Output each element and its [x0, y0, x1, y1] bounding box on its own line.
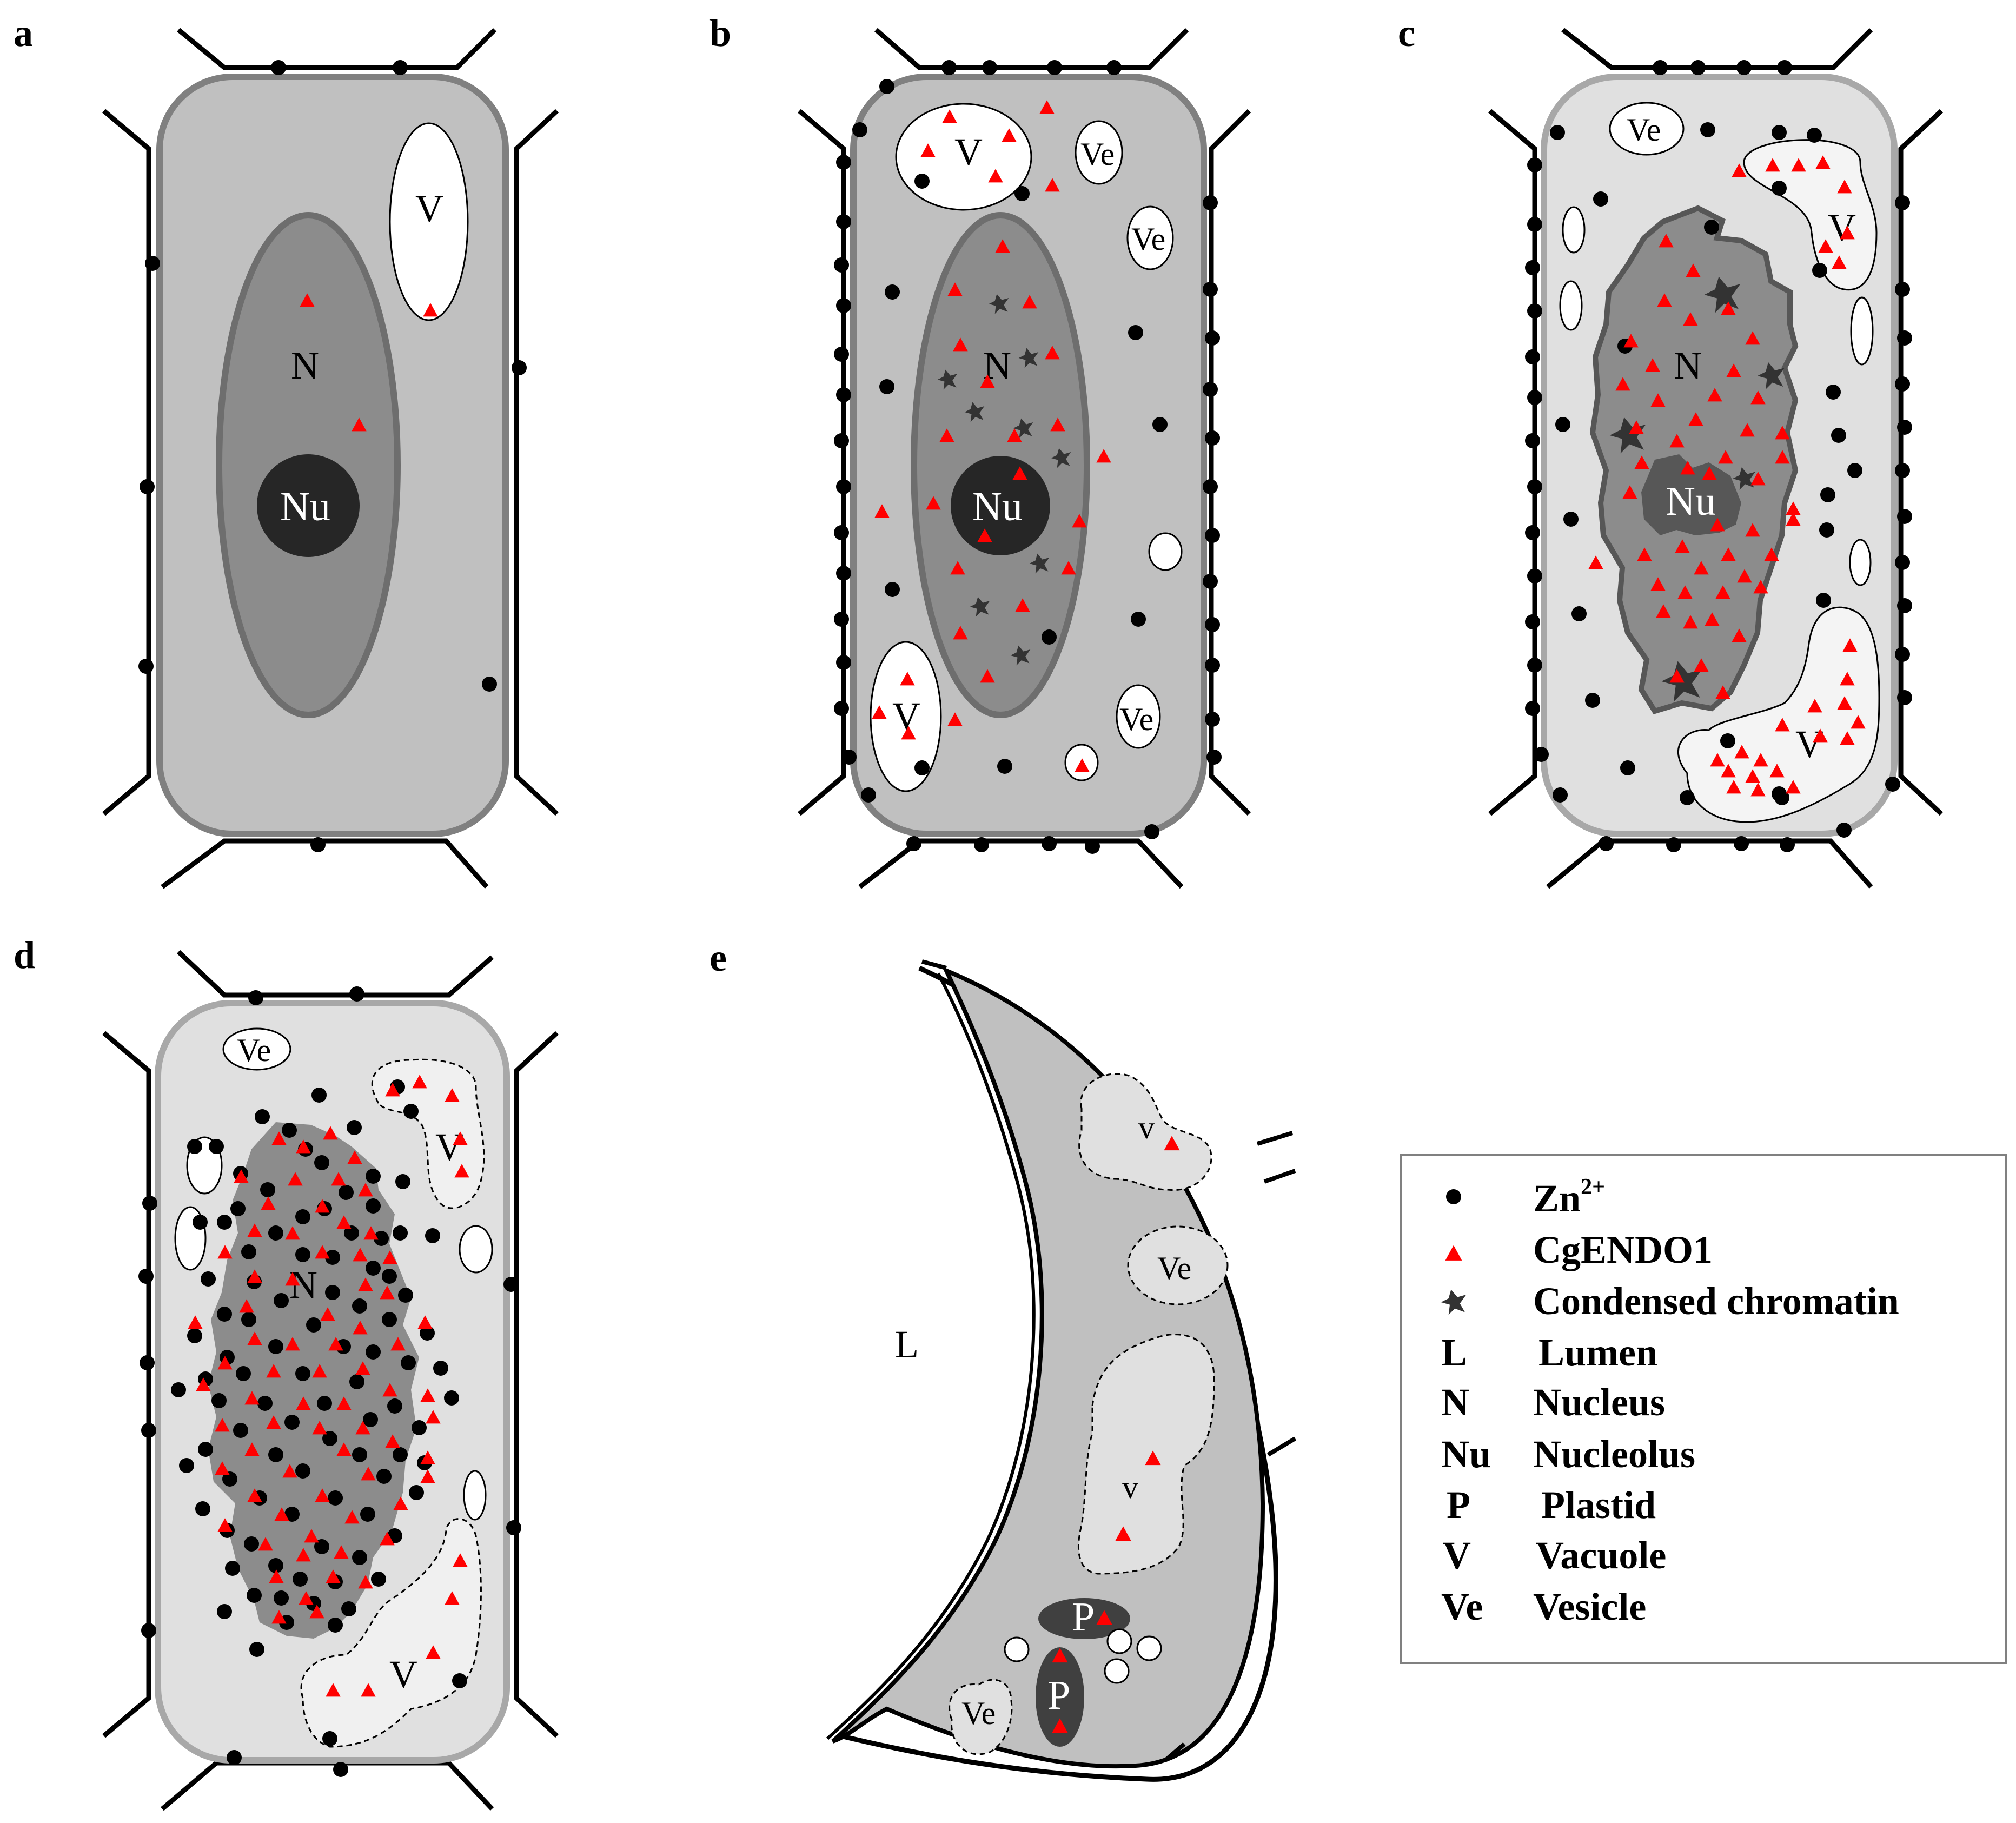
nucleolus-a	[257, 454, 360, 557]
vesicle-small-3-d	[459, 1225, 493, 1274]
panel-letter-e: e	[709, 936, 727, 979]
vacuole-label-bottom-d: V	[389, 1653, 417, 1696]
legend-label-zn: Zn2+	[1533, 1175, 1605, 1220]
vesicle-d	[222, 1027, 291, 1071]
nucleus-label-c: N	[1674, 344, 1702, 387]
lumen-label-e: L	[895, 1323, 919, 1366]
panel-e: e L v Ve v P P Ve	[709, 936, 1297, 1782]
vesicle-label-2-e: Ve	[961, 1695, 996, 1731]
vacuole-label-bottom-c: V	[1795, 722, 1823, 766]
vacuole-top-b	[895, 103, 1032, 211]
vacuole-label-right-c: V	[1828, 206, 1856, 249]
wall-pits-e	[921, 959, 1297, 1762]
legend-symbol-vesicle: Ve	[1441, 1585, 1483, 1628]
nucleolus-label-b: Nu	[972, 484, 1023, 529]
vacuole-label-a: V	[415, 187, 443, 230]
inner-wall-line-e	[826, 972, 1036, 1740]
panel-d: d Ve V V N	[14, 933, 559, 1811]
vesicle-1-b	[1075, 120, 1123, 185]
vacuole-label-top-b: V	[954, 130, 983, 174]
small-vesicles-e	[1004, 1628, 1162, 1684]
vesicle-label-1-e: Ve	[1157, 1250, 1191, 1286]
legend-label-nucleus: Nucleus	[1533, 1381, 1665, 1424]
zn-dots-b	[834, 60, 1222, 854]
vacuole-2-e	[1077, 1334, 1215, 1575]
plastid-label-2-e: P	[1047, 1673, 1070, 1718]
nucleolus-b	[951, 456, 1050, 555]
panel-letter-b: b	[709, 11, 731, 55]
legend: Zn2+ CgENDO1 Condensed chromatin L Lumen…	[1400, 1154, 2007, 1664]
vesicle-1-e	[1127, 1225, 1229, 1305]
vesicle-small-b	[1148, 532, 1183, 571]
legend-label-nucleolus: Nucleolus	[1533, 1433, 1695, 1476]
nucleolus-c	[1641, 454, 1741, 535]
cell-wall-d	[102, 950, 559, 1811]
vesicle-2-e	[949, 1679, 1013, 1755]
legend-label-cgendo1: CgENDO1	[1533, 1228, 1713, 1271]
vacuole-right-c	[1743, 139, 1878, 291]
plastid-2-e	[1036, 1647, 1084, 1747]
legend-symbol-lumen: L	[1441, 1331, 1467, 1374]
cell-wall-c	[1488, 28, 1944, 889]
vacuole-label-2-e: v	[1122, 1469, 1138, 1505]
vesicle-label-3-b: Ve	[1119, 701, 1153, 737]
panel-letter-a: a	[14, 11, 33, 55]
nucleus-label-a: N	[291, 344, 319, 387]
legend-label-lumen: Lumen	[1538, 1331, 1657, 1374]
vacuole-a	[389, 122, 469, 321]
panel-letter-d: d	[14, 933, 35, 977]
legend-box	[1400, 1154, 2007, 1664]
vesicle-c	[1609, 102, 1685, 156]
vesicle-small-3-c	[1850, 296, 1874, 366]
nucleus-c	[1589, 205, 1799, 714]
vesicle-3-b	[1116, 684, 1161, 749]
vesicle-small-1-c	[1562, 206, 1586, 254]
legend-label-vacuole: Vacuole	[1536, 1534, 1666, 1577]
nucleolus-label-c: Nu	[1666, 479, 1716, 524]
cell-wall-a	[102, 28, 559, 889]
plastid-label-1-e: P	[1072, 1594, 1095, 1640]
vesicle-label-2-b: Ve	[1131, 221, 1165, 257]
legend-label-vesicle: Vesicle	[1533, 1585, 1646, 1628]
vacuole-1-e	[1078, 1073, 1212, 1191]
vesicle-2-b	[1126, 205, 1174, 270]
cell-wall-b	[798, 28, 1251, 889]
panel-a: a V N Nu	[14, 11, 559, 889]
plastid-1-e	[1038, 1598, 1130, 1639]
zn-dot-icon	[1446, 1189, 1461, 1204]
vacuole-label-1-e: v	[1138, 1110, 1155, 1145]
vesicle-label-1-b: Ve	[1080, 136, 1115, 172]
vesicle-small-4-c	[1849, 539, 1872, 586]
legend-symbol-nucleolus: Nu	[1441, 1433, 1491, 1476]
zn-dots-c	[1525, 60, 1912, 852]
panel-letter-c: c	[1398, 11, 1415, 55]
zn-dots-a	[138, 60, 527, 852]
legend-label-chromatin: Condensed chromatin	[1533, 1280, 1899, 1323]
legend-symbol-plastid: P	[1447, 1483, 1470, 1527]
vesicle-small-4-d	[463, 1470, 487, 1521]
panel-b: b V Ve Ve Ve V N Nu	[709, 11, 1251, 889]
zn-dots-d	[138, 986, 521, 1777]
vesicle-label-d: Ve	[237, 1032, 271, 1068]
vacuole-bottom-b	[870, 641, 942, 792]
vesicle-small-2-c	[1559, 280, 1583, 331]
vacuole-bottom-d	[300, 1518, 482, 1748]
legend-symbol-nucleus: N	[1441, 1381, 1469, 1424]
legend-label-plastid: Plastid	[1541, 1483, 1656, 1527]
nucleolus-label-a: Nu	[280, 484, 330, 529]
legend-symbol-vacuole: V	[1443, 1534, 1471, 1577]
panel-c: c Ve V V N Nu	[1398, 11, 1944, 889]
vacuole-label-top-d: V	[435, 1125, 463, 1169]
vesicle-label-c: Ve	[1627, 112, 1661, 148]
